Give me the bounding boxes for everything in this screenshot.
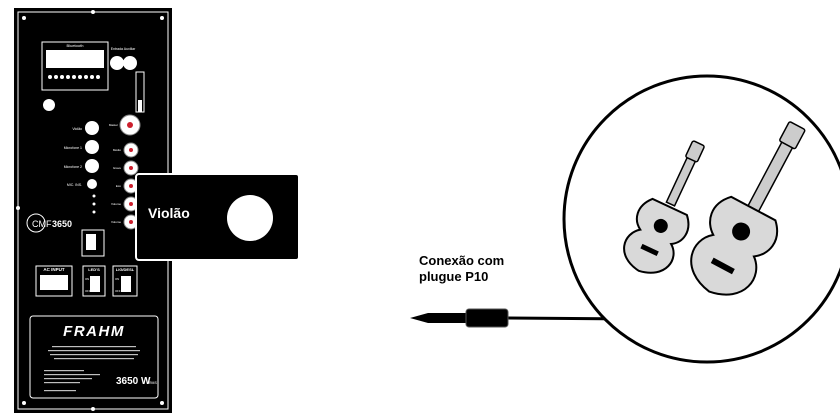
ligdesl-label: LIG/DESL xyxy=(116,267,135,272)
guitar-small xyxy=(623,140,705,274)
model-number: 3650 xyxy=(52,219,72,229)
bluetooth-label: Bluetooth xyxy=(67,43,84,48)
bluetooth-module: Bluetooth xyxy=(41,41,109,91)
channel-label-3: Microfone 2 xyxy=(64,165,82,169)
channel-inputs: Violão Microfone 1 Microfone 2 MIC. INS. xyxy=(64,121,99,189)
connection-label-line1: Conexão com xyxy=(419,253,505,268)
power-on-label: ON xyxy=(115,277,119,281)
guitar-illustration xyxy=(562,74,840,364)
control-knobs: Master Médio Grave Eco Volume Volume xyxy=(109,114,141,230)
ac-input: AC INPUT xyxy=(35,265,73,297)
power-switch: LIG/DESL ON OFF xyxy=(112,265,138,297)
guitar-large xyxy=(690,121,806,296)
leds-off-label: OFF xyxy=(85,289,91,293)
knob-label-5: Volume xyxy=(111,202,121,206)
power-suffix: RMS xyxy=(149,381,157,385)
info-plate: FRAHM 3650 W RMS xyxy=(29,315,159,399)
plug-handle xyxy=(465,308,509,328)
jack-socket xyxy=(227,195,273,241)
channel-label-1: Violão xyxy=(72,127,82,131)
power-off-label: OFF xyxy=(115,289,121,293)
knob-label-3: Grave xyxy=(113,166,122,170)
brand-logo: FRAHM xyxy=(63,323,125,340)
channel-label-2: Microfone 1 xyxy=(64,146,82,150)
callout-label: Violão xyxy=(148,205,190,221)
model-logo: CMF 3650 xyxy=(26,213,72,233)
power-unit: W xyxy=(141,376,151,387)
model-prefix: CMF xyxy=(32,219,52,229)
volume-jack xyxy=(43,99,55,111)
leds-label: LED'S xyxy=(88,267,100,272)
knob-label-4: Eco xyxy=(116,184,122,188)
knob-label-6: Volume xyxy=(111,220,121,224)
leds-switch: LED'S ON OFF xyxy=(82,265,106,297)
leds-on-label: ON xyxy=(85,277,89,281)
plug-tip xyxy=(410,313,428,323)
aux-input-label: Entrada Auxiliar xyxy=(111,47,136,51)
knob-label-2: Médio xyxy=(113,148,122,152)
connection-label-line2: plugue P10 xyxy=(419,269,489,284)
knob-label-1: Master xyxy=(109,123,118,127)
ac-input-label: AC INPUT xyxy=(43,267,65,272)
input-callout xyxy=(135,173,300,261)
power-value: 3650 xyxy=(116,376,139,387)
channel-label-4: MIC. INS. xyxy=(67,183,82,187)
aux-input: Entrada Auxiliar xyxy=(110,47,145,113)
